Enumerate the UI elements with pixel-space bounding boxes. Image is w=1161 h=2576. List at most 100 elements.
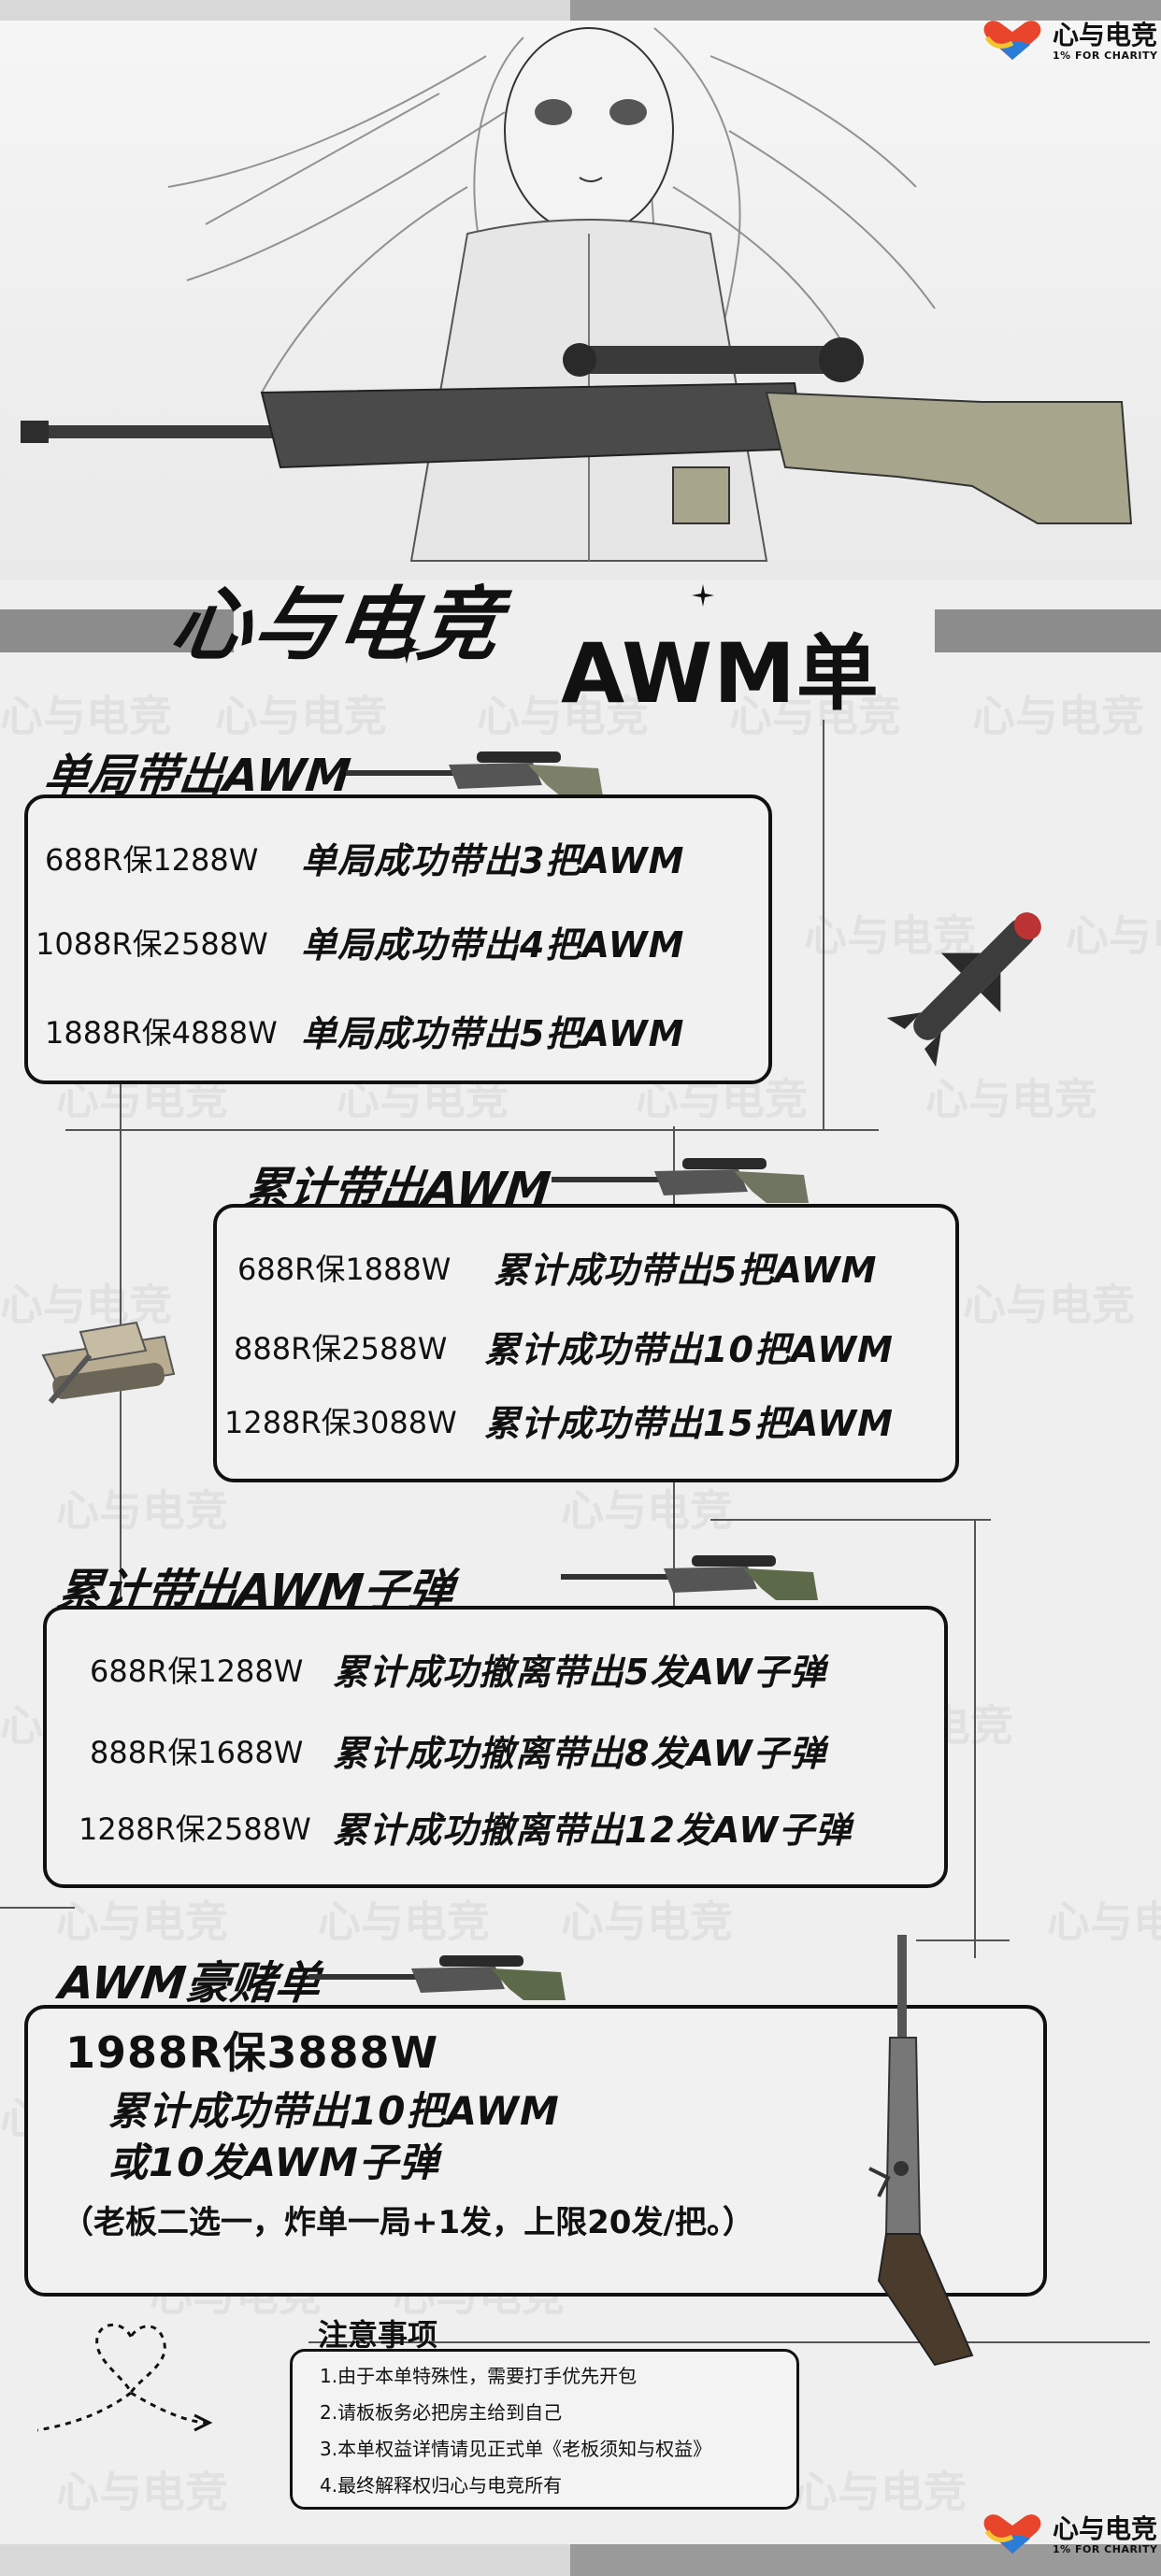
price-label: 688R保1288W [45, 842, 259, 878]
sniper-rifle-icon [346, 751, 603, 796]
heart-arrow-doodle-icon [37, 2323, 213, 2432]
cumulative-row: 累计成功带出5把AWM [494, 1241, 878, 1293]
price-label: 888R保1688W [90, 1735, 304, 1770]
ammo-row: 累计成功撤离带出12发AW子弹 [333, 1801, 852, 1853]
connector-line [823, 720, 824, 1131]
cumulative-row: 688R保1888W [237, 1246, 451, 1289]
watermark: 心与电竞 [795, 2467, 967, 2517]
gamble-line-2: 或10发AWM子弹 [108, 2140, 439, 2185]
reward-label: 累计成功带出5把AWM [494, 1250, 878, 1291]
reward-label: 累计成功带出10把AWM [484, 1329, 894, 1370]
ammo-row: 累计成功撤离带出5发AW子弹 [333, 1643, 826, 1695]
single-row: 688R保1288W [45, 837, 258, 880]
ammo-row: 688R保1288W [90, 1648, 303, 1691]
price-label: 888R保2588W [234, 1331, 448, 1367]
vintage-rifle-icon [868, 1935, 974, 2367]
watermark: 心与电竞 [1066, 910, 1161, 961]
main-title-brand: 心与电竞 [165, 579, 508, 672]
single-row: 单局成功带出3把AWM [301, 832, 685, 883]
connector-line [974, 1519, 976, 1958]
sniper-rifle-icon [561, 1555, 818, 1600]
single-row: 单局成功带出4把AWM [301, 916, 685, 967]
note-item: 1.由于本单特殊性，需要打手优先开包 [320, 2365, 638, 2387]
cumulative-box [213, 1204, 959, 1482]
sparkle-icon [692, 584, 714, 607]
watermark: 心与电竞 [318, 1896, 490, 1947]
cumulative-row: 888R保2588W [234, 1325, 447, 1368]
cumulative-row: 1288R保3088W [224, 1399, 457, 1442]
brand-name: 心与电竞 [1053, 2512, 1158, 2544]
connector-line [308, 2341, 1150, 2343]
top-band-dark [570, 0, 1161, 21]
reward-label: 累计成功撤离带出8发AW子弹 [333, 1733, 826, 1774]
sniper-rifle-icon [308, 1955, 566, 2000]
watermark: 心与电竞 [925, 1074, 1097, 1124]
sniper-rifle-icon [552, 1158, 809, 1203]
brand-logo-bottom: 心与电竞 1% FOR CHARITY [980, 2512, 1158, 2557]
bottom-band-dark [570, 2544, 1161, 2576]
ammo-row: 累计成功撤离带出8发AW子弹 [333, 1724, 826, 1776]
single-row: 1088R保2588W [36, 921, 268, 964]
connector-line [65, 1129, 879, 1131]
hero-illustration [21, 27, 1133, 562]
ammo-box [43, 1606, 948, 1888]
watermark: 心与电竞 [56, 1896, 228, 1947]
ammo-row: 1288R保2588W [79, 1806, 311, 1849]
tank-icon [41, 1321, 176, 1404]
reward-label: 单局成功带出3把AWM [301, 840, 685, 881]
price-label: 688R保1888W [237, 1252, 452, 1287]
watermark: 心与电竞 [215, 691, 387, 741]
watermark: 心与电竞 [963, 1280, 1135, 1330]
heart-logo-icon [983, 2514, 1041, 2554]
ammo-row: 888R保1688W [90, 1729, 303, 1772]
main-title-product: AWM单 [561, 625, 880, 722]
reward-label: 单局成功带出5把AWM [301, 1013, 685, 1054]
cumulative-row: 累计成功带出15把AWM [484, 1395, 894, 1446]
section-title-gamble: AWM豪赌单 [56, 1957, 323, 2010]
brand-tagline: 1% FOR CHARITY [1053, 2542, 1158, 2555]
connector-line [916, 1939, 1010, 1941]
gamble-box [24, 2005, 1047, 2297]
watermark: 心与电竞 [56, 1485, 228, 1536]
price-label: 1088R保2588W [36, 926, 268, 962]
title-stripe-left [0, 609, 234, 652]
single-row: 单局成功带出5把AWM [301, 1005, 685, 1056]
note-item: 2.请板板务必把房主给到自己 [320, 2401, 563, 2424]
title-stripe-right [935, 609, 1161, 652]
heart-logo-icon [983, 21, 1041, 60]
gamble-note: （老板二选一，炸单一局+1发，上限20发/把。） [62, 2204, 754, 2241]
gamble-line-1: 累计成功带出10把AWM [108, 2088, 560, 2134]
notes-box [290, 2349, 799, 2510]
price-label: 1288R保3088W [224, 1405, 457, 1440]
brand-logo-top: 心与电竞 1% FOR CHARITY [980, 19, 1158, 64]
watermark: 心与电竞 [729, 691, 901, 741]
cumulative-row: 累计成功带出10把AWM [484, 1321, 894, 1372]
watermark: 心与电竞 [56, 2467, 228, 2517]
sparkle-icon [393, 636, 421, 664]
bottom-band [0, 2544, 570, 2576]
watermark: 心与电竞 [0, 1280, 172, 1330]
reward-label: 累计成功带出15把AWM [484, 1403, 894, 1444]
price-label: 688R保1288W [90, 1653, 304, 1689]
watermark: 心与电竞 [1047, 1896, 1161, 1947]
watermark: 心与电竞 [804, 910, 976, 961]
gamble-price: 1988R保3888W [65, 2027, 439, 2078]
reward-label: 累计成功撤离带出12发AW子弹 [333, 1810, 853, 1851]
connector-line [0, 1907, 75, 1909]
brand-name: 心与电竞 [1053, 19, 1158, 50]
single-round-box [24, 794, 772, 1084]
note-item: 3.本单权益详情请见正式单《老板须知与权益》 [320, 2438, 712, 2460]
watermark: 心与电竞 [561, 1896, 733, 1947]
notes-title: 注意事项 [318, 2317, 438, 2353]
connector-line [710, 1519, 991, 1521]
note-item: 4.最终解释权归心与电竞所有 [320, 2474, 563, 2497]
missile-icon [886, 912, 1041, 1067]
watermark: 心与电竞 [477, 691, 649, 741]
watermark: 心与电竞 [972, 691, 1144, 741]
brand-tagline: 1% FOR CHARITY [1053, 49, 1158, 62]
watermark: 心与电竞 [561, 1485, 733, 1536]
price-label: 1288R保2588W [79, 1811, 311, 1847]
reward-label: 累计成功撤离带出5发AW子弹 [333, 1652, 826, 1693]
watermark: 心与电竞 [0, 691, 172, 741]
single-row: 1888R保4888W [45, 1009, 278, 1052]
